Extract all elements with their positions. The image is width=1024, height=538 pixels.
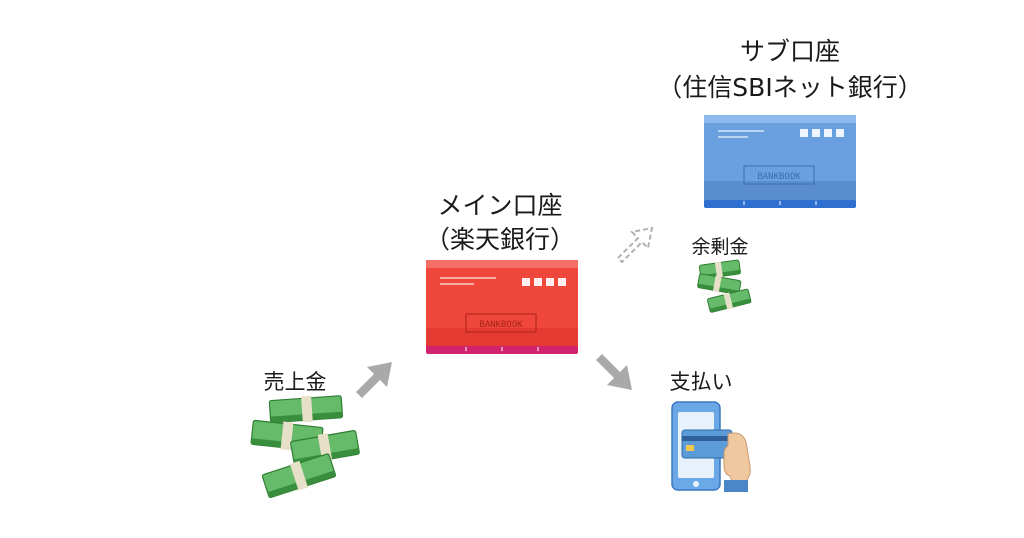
sub-bankbook-text: BANKBOOK: [757, 172, 801, 182]
main-account-bank: （楽天銀行）: [400, 222, 600, 258]
dashed-arrow-to-sub-icon: [610, 222, 658, 266]
main-account-name: メイン口座: [437, 191, 563, 220]
sub-account-bank-name: （住信SBIネット銀行）: [657, 73, 923, 102]
sales-label: 売上金: [263, 370, 327, 394]
arrow-down-right-icon: [590, 350, 638, 396]
surplus-label: 余剰金: [691, 236, 749, 258]
sales-money-icon: [248, 392, 364, 500]
sub-account-bank: （住信SBIネット銀行）: [640, 70, 940, 106]
main-account-bankbook: BANKBOOK: [426, 258, 578, 354]
sub-account-name: サブ口座: [739, 37, 840, 66]
payment-label: 支払い: [669, 370, 733, 394]
surplus-money-icon: [694, 258, 756, 314]
main-bankbook-text: BANKBOOK: [479, 320, 523, 330]
main-account-title: メイン口座: [400, 188, 600, 224]
phone-payment-icon: [668, 400, 756, 494]
arrow-up-right-icon: [350, 356, 398, 402]
main-account-bank-name: （楽天銀行）: [424, 225, 575, 254]
sub-account-bankbook: BANKBOOK: [704, 113, 856, 208]
sub-account-title: サブ口座: [690, 34, 890, 70]
